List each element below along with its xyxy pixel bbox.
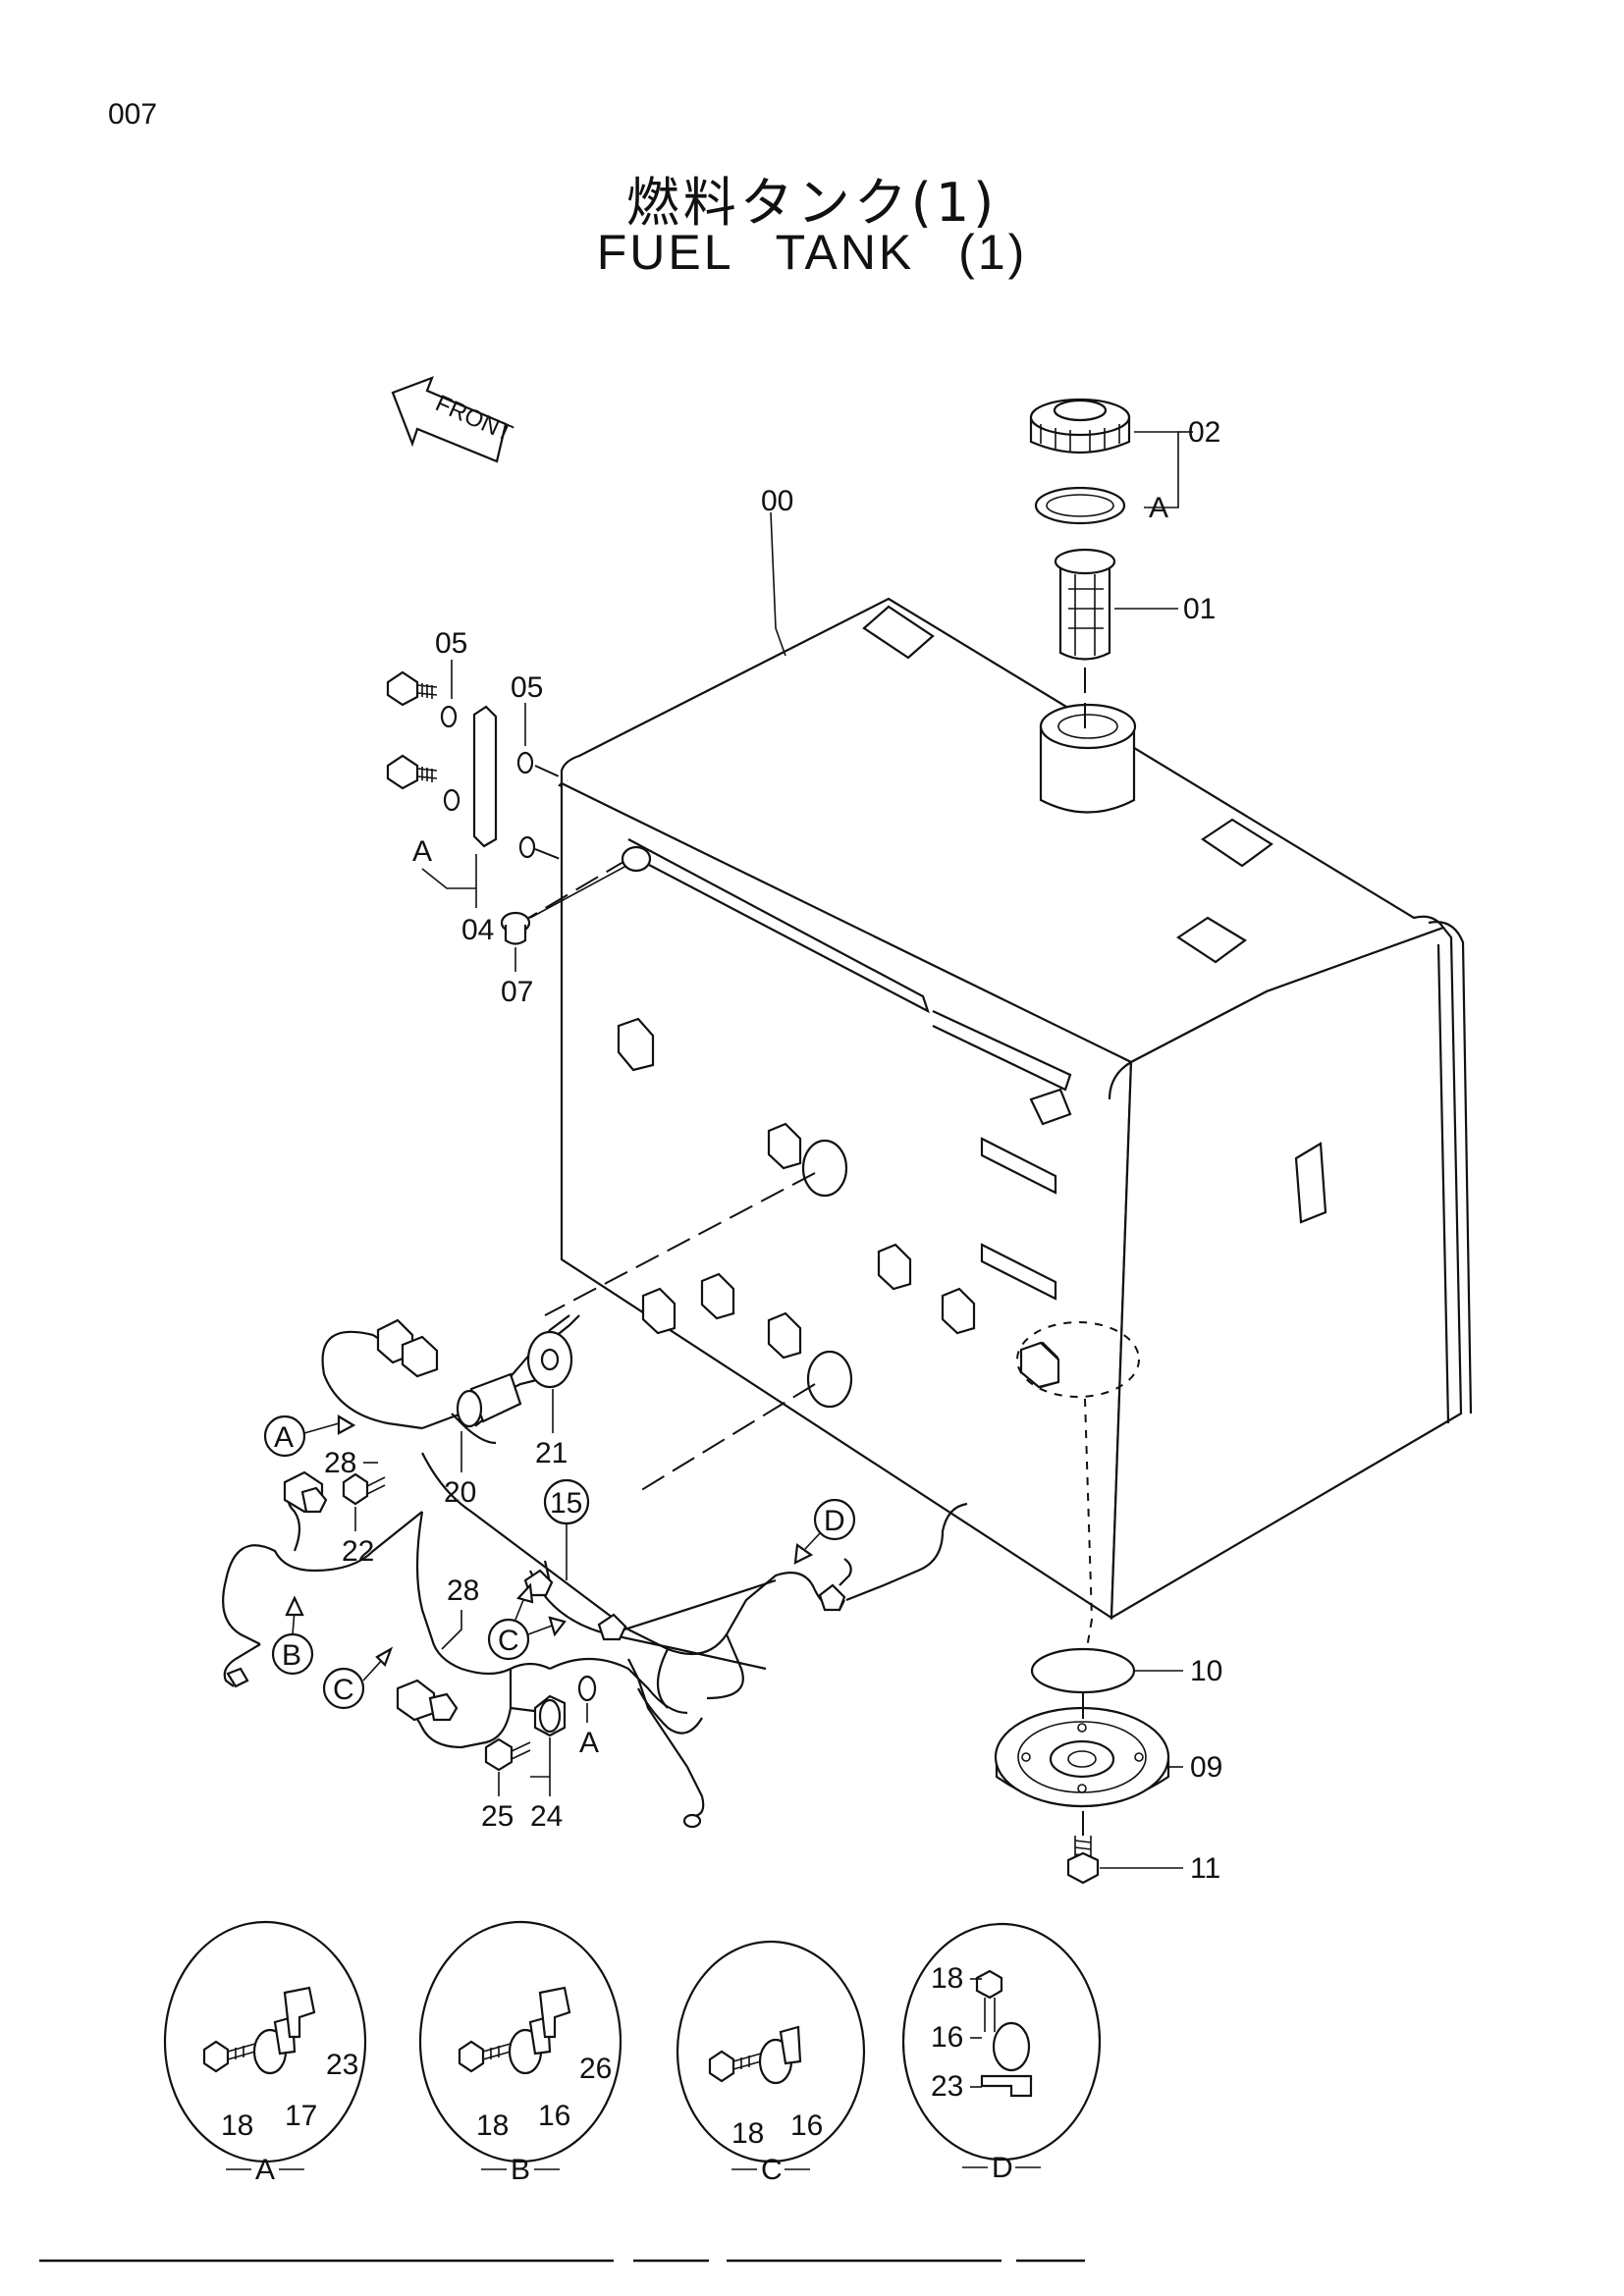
page-number: 007 [108,98,158,131]
detail-d: 18 16 23D [901,1922,1102,2184]
detail-d-label-23: 23 [931,2070,963,2103]
detail-d-letter: D [992,2152,1013,2184]
label-bolt-sensor: 22 [342,1535,374,1568]
detail-c-label-18: 18 [731,2117,764,2150]
callout-a: A [263,1415,356,1458]
svg-text:B: B [282,1639,301,1672]
detail-d-label-16: 16 [931,2021,963,2054]
svg-text:A: A [274,1421,294,1454]
label-ref-a2: A [412,835,432,868]
level-switch [533,1694,567,1737]
label-cover: 09 [1190,1751,1222,1784]
svg-text:C: C [498,1625,519,1657]
switch-seal [577,1675,597,1702]
label-gasket: 10 [1190,1655,1222,1687]
label-sensor-gasket: 21 [535,1437,568,1469]
detail-b-label-18: 18 [476,2109,509,2142]
label-clip-b: 28 [447,1575,479,1607]
label-strainer: 01 [1183,593,1216,625]
detail-a-letter: A [255,2154,275,2186]
detail-b: 18 16 26B [418,1920,623,2186]
washer-right-lower [518,835,536,859]
detail-a-label-18: 18 [221,2109,253,2142]
drain-plug [500,845,652,945]
label-washer-a: 05 [435,627,467,660]
detail-c-letter: C [761,2154,783,2186]
detail-b-letter: B [511,2154,530,2186]
washer-lower [443,788,460,812]
callout-d: D [793,1498,856,1565]
label-plug: 07 [501,976,533,1008]
fuel-cap [1029,398,1131,454]
fuel-sensor [456,1314,580,1428]
label-sensor: 20 [444,1476,476,1509]
label-ref-a1: A [1149,492,1168,524]
cover-plate [994,1706,1170,1808]
detail-b-label-26: 26 [579,2053,612,2085]
detail-a-label-17: 17 [285,2100,317,2132]
label-bolt-switch: 25 [481,1800,514,1833]
label-cable-assy-group: 15 [543,1478,590,1580]
label-ref-a3: A [579,1727,599,1759]
detail-a: 18 17 23A [163,1920,367,2186]
label-washer-b: 05 [511,671,543,704]
cap-seal [1034,486,1126,525]
svg-text:C: C [333,1674,354,1706]
label-switch: 24 [530,1800,563,1833]
detail-d-label-18: 18 [931,1962,963,1995]
detail-c-label-16: 16 [790,2109,823,2142]
washer-upper [440,705,458,728]
callout-c2: C [487,1582,567,1661]
detail-c: 18 16C [676,1940,866,2186]
callout-b: B [271,1595,314,1676]
bolt-switch [484,1737,531,1772]
label-tank: 00 [761,485,793,517]
bolt-lower [386,754,438,790]
detail-b-label-16: 16 [538,2100,570,2132]
front-arrow-icon: FRONT [391,376,516,463]
wire-harness [222,1314,968,1829]
title-japanese: 燃料タンク(1) [625,172,999,234]
gasket [1030,1647,1136,1694]
strainer [1054,548,1116,661]
label-clip-a: 28 [324,1447,356,1479]
callout-c1: C [322,1646,394,1710]
bolt-cover [1066,1836,1100,1885]
label-cap: 02 [1188,416,1220,449]
label-cable-assy: 15 [550,1487,582,1520]
washer-right-upper [516,751,534,774]
label-bolt-cover: 11 [1190,1852,1220,1885]
sensor-gasket [526,1330,573,1389]
bolt-sensor [342,1472,386,1506]
svg-text:D: D [824,1505,845,1537]
mount-bracket [472,705,498,848]
fuel-tank [519,597,1473,1660]
bolt-upper [386,670,438,707]
title-english: FUEL TANK (1) [596,225,1028,280]
label-bracket: 04 [461,914,494,946]
detail-a-label-23: 23 [326,2049,358,2081]
